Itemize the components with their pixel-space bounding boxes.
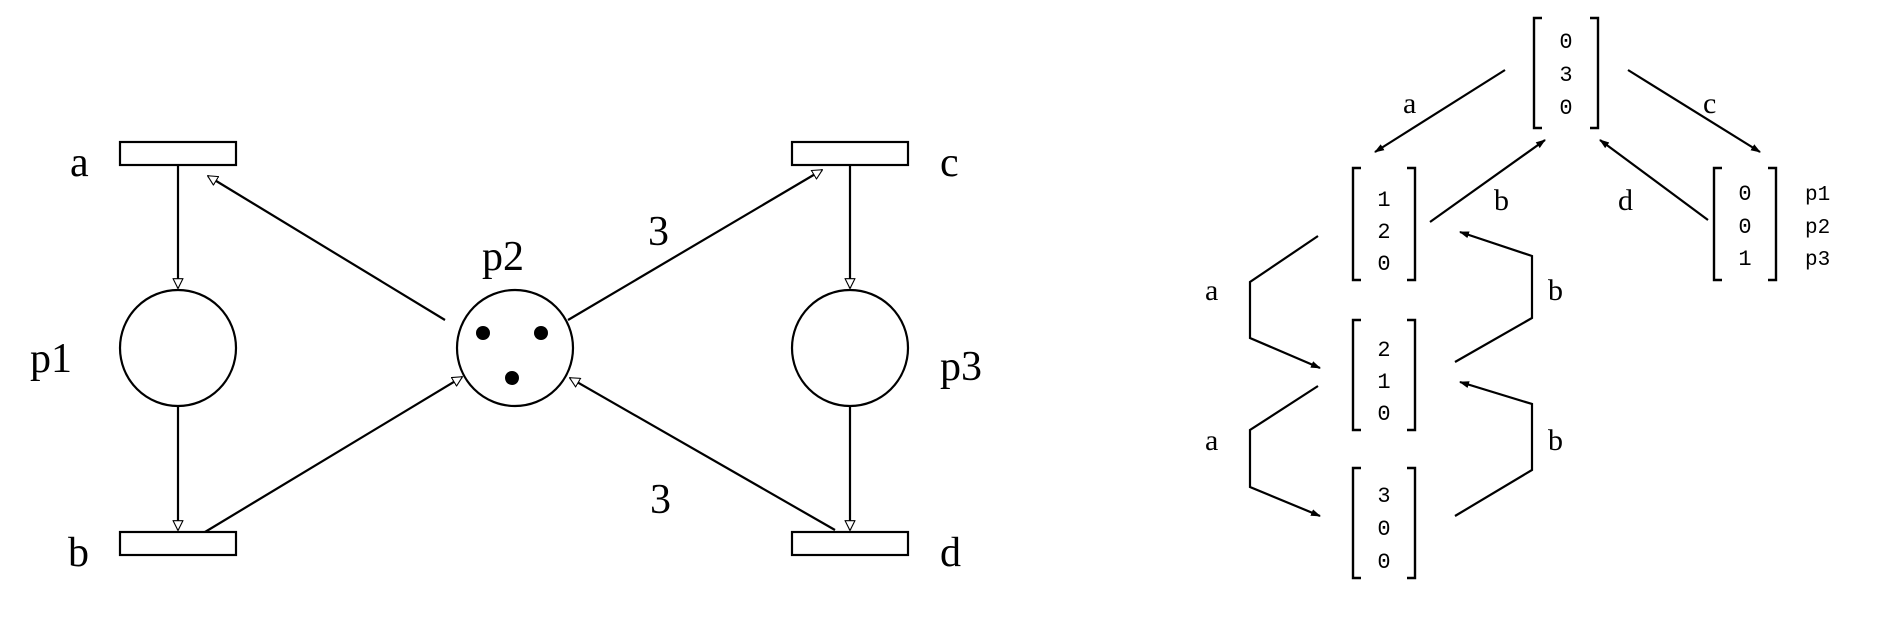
marking-left3: 3 0 0 bbox=[1351, 466, 1417, 580]
label-transition-d: d bbox=[940, 530, 961, 576]
place-p2 bbox=[455, 288, 575, 408]
label-transition-a: a bbox=[70, 140, 89, 186]
bracket-right bbox=[1407, 166, 1417, 282]
transition-c bbox=[790, 140, 910, 167]
marking-right1: 0 0 1 bbox=[1712, 166, 1778, 282]
edge-label-root-to-left1: a bbox=[1403, 87, 1416, 120]
transition-b bbox=[118, 530, 238, 557]
bracket-left bbox=[1351, 318, 1361, 432]
edge-label-left1-to-root: b bbox=[1494, 184, 1509, 217]
label-place-p1: p1 bbox=[30, 336, 72, 382]
edge-root-to-right1 bbox=[1627, 69, 1761, 153]
reachability-graph: 0 3 0 1 2 0 2 1 0 3 0 0 bbox=[1205, 16, 1830, 580]
bracket-left bbox=[1351, 466, 1361, 580]
arc-b-to-p2 bbox=[204, 376, 462, 533]
label-place-p2: p2 bbox=[482, 234, 524, 280]
edge-label-right1-to-root: d bbox=[1618, 184, 1633, 217]
edge-label-root-to-right1: c bbox=[1703, 87, 1716, 120]
edge-left1-to-left2 bbox=[1248, 235, 1321, 370]
marking-root-p1: 0 bbox=[1559, 30, 1572, 55]
label-place-p3: p3 bbox=[940, 344, 982, 390]
arc-weight-d-to-p2: 3 bbox=[650, 477, 671, 523]
row-label-p2: p2 bbox=[1805, 217, 1830, 240]
edge-label-left2-to-left1: b bbox=[1548, 274, 1563, 307]
petri-net: a b c d p1 p2 p3 3 3 bbox=[30, 140, 982, 576]
edge-left3-to-left2 bbox=[1454, 380, 1534, 517]
edge-label-left3-to-left2: b bbox=[1548, 424, 1563, 457]
arc-p2-to-a bbox=[208, 175, 446, 321]
token bbox=[534, 326, 548, 340]
bracket-right bbox=[1768, 166, 1778, 282]
marking-root-p3: 0 bbox=[1559, 96, 1572, 121]
place-p3 bbox=[790, 288, 910, 408]
marking-left1-p3: 0 bbox=[1377, 252, 1390, 277]
edge-root-to-left1 bbox=[1374, 69, 1506, 153]
token bbox=[505, 371, 519, 385]
bracket-left bbox=[1712, 166, 1722, 282]
marking-left2-p2: 1 bbox=[1377, 370, 1390, 395]
marking-left1: 1 2 0 bbox=[1351, 166, 1417, 282]
marking-right1-p1: 0 bbox=[1738, 182, 1751, 207]
bracket-left bbox=[1532, 16, 1542, 130]
marking-right1-p3: 1 bbox=[1738, 247, 1751, 272]
marking-left1-p1: 1 bbox=[1377, 188, 1390, 213]
marking-root: 0 3 0 bbox=[1532, 16, 1600, 130]
edge-left2-to-left1 bbox=[1454, 230, 1534, 363]
edge-label-left1-to-left2: a bbox=[1205, 274, 1218, 307]
place-p1 bbox=[118, 288, 238, 408]
marking-left3-p1: 3 bbox=[1377, 484, 1390, 509]
row-label-p3: p3 bbox=[1805, 249, 1830, 272]
marking-left2-p3: 0 bbox=[1377, 402, 1390, 427]
edge-label-left2-to-left3: a bbox=[1205, 424, 1218, 457]
arc-p2-to-c bbox=[567, 169, 822, 321]
bracket-left bbox=[1351, 166, 1361, 282]
marking-root-p2: 3 bbox=[1559, 63, 1572, 88]
arc-d-to-p2 bbox=[570, 377, 836, 531]
marking-left3-p3: 0 bbox=[1377, 550, 1390, 575]
transition-d bbox=[790, 530, 910, 557]
arc-weight-p2-to-c: 3 bbox=[648, 209, 669, 255]
edge-left2-to-left3 bbox=[1248, 385, 1321, 518]
marking-left3-p2: 0 bbox=[1377, 517, 1390, 542]
marking-left2-p1: 2 bbox=[1377, 338, 1390, 363]
bracket-right bbox=[1407, 466, 1417, 580]
bracket-right bbox=[1590, 16, 1600, 130]
label-transition-c: c bbox=[940, 140, 959, 186]
marking-right1-p2: 0 bbox=[1738, 215, 1751, 240]
row-label-p1: p1 bbox=[1805, 184, 1830, 207]
edge-right1-to-root bbox=[1599, 139, 1709, 221]
edge-left1-to-root bbox=[1429, 139, 1546, 223]
marking-left1-p2: 2 bbox=[1377, 220, 1390, 245]
label-transition-b: b bbox=[68, 530, 89, 576]
bracket-right bbox=[1407, 318, 1417, 432]
transition-a bbox=[118, 140, 238, 167]
marking-left2: 2 1 0 bbox=[1351, 318, 1417, 432]
token bbox=[476, 326, 490, 340]
